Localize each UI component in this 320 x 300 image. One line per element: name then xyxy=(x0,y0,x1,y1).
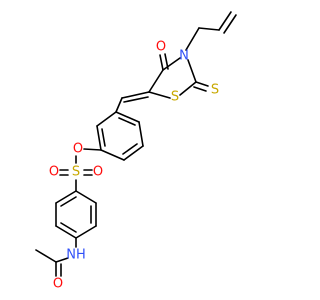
bond-c5-ch-double-inner xyxy=(123,96,149,103)
bond-c5-c4 xyxy=(148,69,164,93)
atom-oxygen-carbonyl: O xyxy=(156,40,166,55)
bond-c2-s-double xyxy=(195,81,209,87)
bond-s1-c5 xyxy=(148,91,171,99)
bond-layer xyxy=(35,11,237,277)
bond-ring2-inner-3 xyxy=(60,196,77,207)
bond-ring1-d xyxy=(100,149,125,161)
atom-oxygen-ester: O xyxy=(73,142,83,157)
atom-nitrogen-ring: N xyxy=(179,49,189,64)
bond-aryl-o-ester xyxy=(83,148,102,151)
bond-n-c2 xyxy=(187,59,197,83)
bond-ring2-a xyxy=(75,190,97,204)
bond-ring1-inner-3 xyxy=(101,128,106,147)
atom-oxygen-sulfonyl-right: O xyxy=(93,165,103,180)
atom-oxygen-sulfonyl-left: O xyxy=(49,165,59,180)
bond-c5-ch-double xyxy=(121,91,150,99)
bond-c4-o-double xyxy=(159,54,164,71)
atom-sulfur-sulfonyl: S xyxy=(72,165,80,180)
bond-ring1-c xyxy=(123,145,144,161)
atom-oxygen-amide: O xyxy=(53,277,63,292)
bond-ch2-ch xyxy=(198,27,220,31)
bond-c2-s-double-inner xyxy=(193,86,207,92)
bond-ring2-d xyxy=(55,225,77,239)
bond-c-ch3 xyxy=(35,249,57,263)
bond-ring2-c xyxy=(75,225,97,239)
bond-ring2-inner-2 xyxy=(60,222,77,233)
bond-c4-n xyxy=(162,57,181,71)
bond-ch-aryl xyxy=(115,97,123,113)
bond-n-ch2 xyxy=(185,27,200,51)
bond-ring1-inner-2 xyxy=(122,143,138,155)
molecule-structure: O N S S O S O O NH O xyxy=(35,11,237,292)
bond-ring1-a xyxy=(115,111,140,123)
atom-layer: O N S S O S O O NH O xyxy=(49,40,219,292)
bond-ring1-f xyxy=(96,111,117,127)
bond-nh-c xyxy=(55,257,69,263)
atom-sulfur-thione: S xyxy=(211,83,219,98)
atom-nh-amide: NH xyxy=(66,248,86,263)
bond-ring1-b xyxy=(138,121,144,147)
bond-c4-o-double-inner xyxy=(164,53,169,70)
bond-ring1-e xyxy=(96,125,102,151)
bond-ring2-f xyxy=(55,190,77,204)
bond-ring1-inner-1 xyxy=(118,117,136,126)
bond-c2-s1 xyxy=(179,81,197,96)
bond-ch-ch2-double-inner xyxy=(223,14,237,34)
bond-ch-ch2-double xyxy=(218,11,232,31)
atom-sulfur-ring: S xyxy=(171,90,179,105)
